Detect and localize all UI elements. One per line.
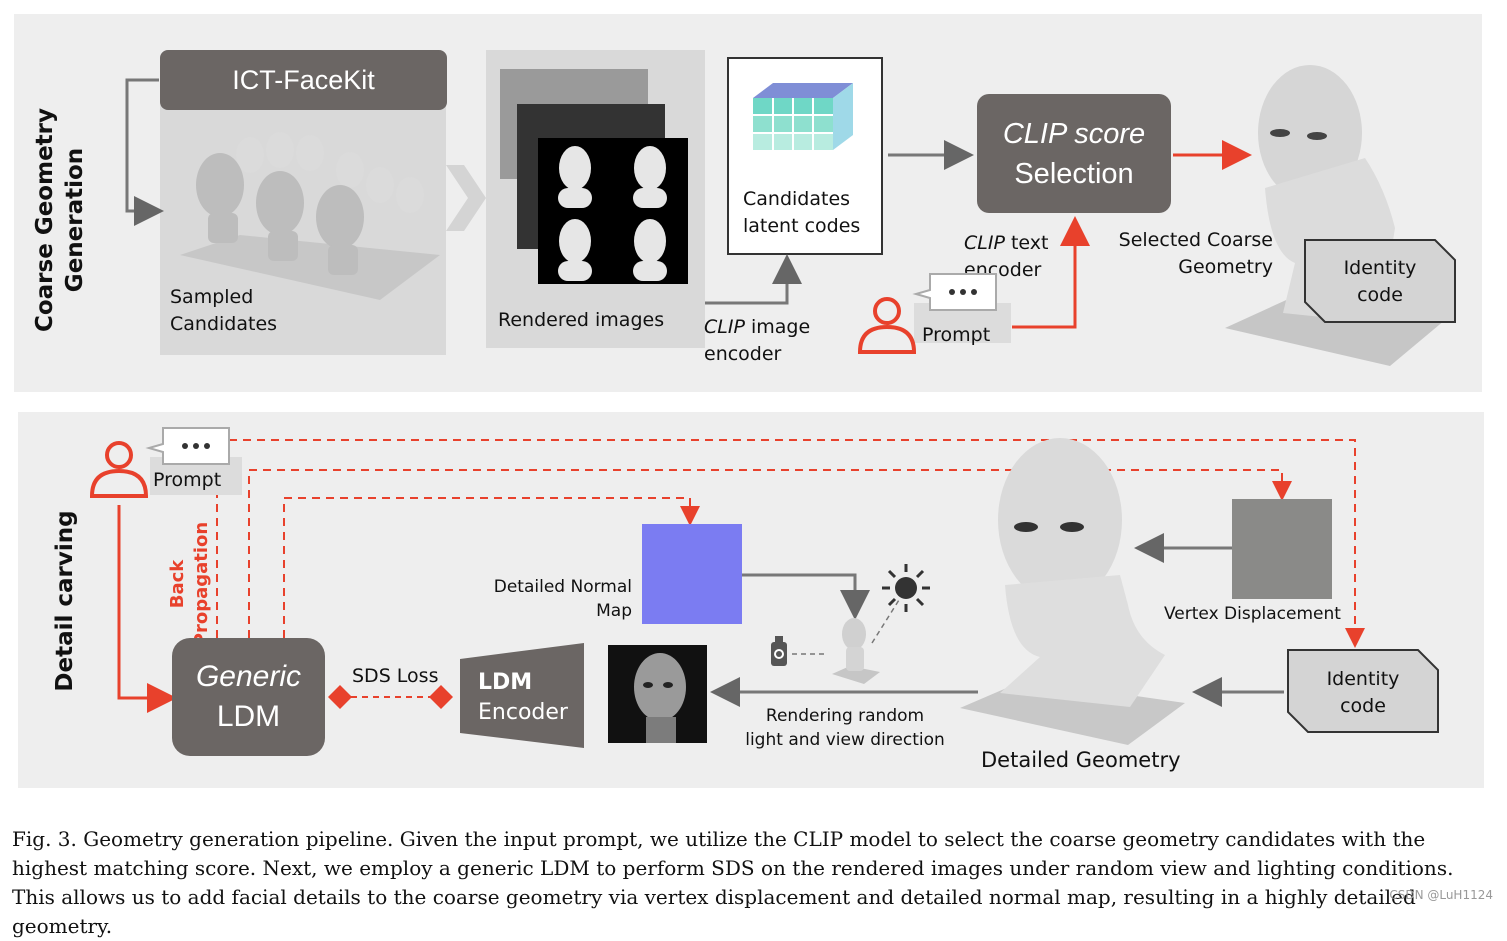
ldm-encoder-title: LDM	[478, 670, 533, 695]
clip-score-selection-box: CLIP score Selection	[977, 94, 1171, 213]
ldm-label: LDM	[216, 700, 281, 733]
sun-icon	[882, 564, 930, 612]
sampled-heads-illustration	[180, 132, 440, 300]
dashed-to-vertex	[248, 469, 1292, 638]
back-propagation-label: Back Propagation	[167, 521, 212, 647]
sampled-candidates-label: Sampled Candidates	[170, 286, 278, 335]
identity-code-tag-bottom	[1287, 649, 1439, 733]
small-head-icon	[832, 618, 880, 684]
ldm-encoder-subtitle: Encoder	[478, 700, 568, 725]
latent-cubes-icon	[753, 83, 853, 150]
ict-facekit-label: ICT-FaceKit	[232, 64, 375, 95]
clip-text-encoder-italic: CLIP	[964, 232, 1005, 254]
chevron-right-icon	[446, 165, 486, 231]
clip-image-encoder-italic: CLIP	[704, 316, 745, 338]
detailed-normal-map-image	[642, 524, 742, 624]
generic-label: Generic	[195, 660, 302, 693]
identity-code-tag-top	[1304, 239, 1456, 323]
normal-to-render-arrow	[742, 573, 870, 620]
detailed-head-illustration	[960, 438, 1185, 745]
vertex-displacement-image	[1232, 499, 1332, 599]
user-icon-top	[857, 297, 917, 354]
dashed-to-identity	[229, 439, 1365, 648]
dashed-to-normal	[283, 497, 700, 638]
selection-label: Selection	[1014, 157, 1134, 190]
detail-carving-side-label: Detail carving	[52, 510, 78, 692]
prompt-label-bottom: Prompt	[153, 469, 222, 491]
selected-coarse-geometry-label: Selected Coarse Geometry	[1118, 229, 1273, 278]
top-arrows	[117, 78, 1365, 713]
rendered-images-label: Rendered images	[498, 309, 665, 331]
vertex-displacement-label: Vertex Displacement	[1164, 604, 1341, 624]
rendering-label: Rendering random light and view directio…	[745, 706, 945, 750]
figure-caption: Fig. 3. Geometry generation pipeline. Gi…	[12, 827, 1454, 938]
ldm-encoder-label: LDM Encoder	[478, 668, 568, 728]
user-icon-bottom	[89, 441, 149, 498]
normal-map-label: Detailed Normal Map	[493, 577, 632, 621]
prompt-to-clip-arrow	[1012, 216, 1090, 329]
speech-bubble-icon-top	[912, 273, 997, 311]
prompt-label-top: Prompt	[922, 324, 991, 346]
rendered-face-image	[608, 645, 707, 743]
facekit-loop-arrow	[125, 78, 164, 226]
clip-image-encoder-rest: image encoder	[704, 316, 811, 365]
camera-icon	[771, 636, 787, 666]
detailed-geometry-label: Detailed Geometry	[981, 748, 1181, 772]
sds-loss-label: SDS Loss	[352, 665, 439, 687]
ict-facekit-box: ICT-FaceKit	[160, 50, 447, 110]
latent-codes-label: Candidates latent codes	[743, 188, 861, 237]
ldm-encoder-shape	[460, 643, 584, 748]
rendered-faces-illustration	[558, 146, 667, 281]
watermark: CSDN @LuH1124	[1389, 888, 1493, 902]
image-encoder-arrow	[705, 254, 802, 305]
clip-score-label: CLIP score	[1002, 117, 1146, 150]
prompt-to-ldm-arrow	[117, 505, 177, 713]
identity-code-label-bottom: Identity code	[1326, 668, 1400, 717]
speech-bubble-icon-bottom	[145, 427, 230, 465]
identity-code-label-top: Identity code	[1343, 257, 1417, 306]
clip-image-encoder-label: CLIP image encoder	[704, 314, 814, 368]
generic-ldm-box: Generic LDM	[172, 638, 325, 756]
